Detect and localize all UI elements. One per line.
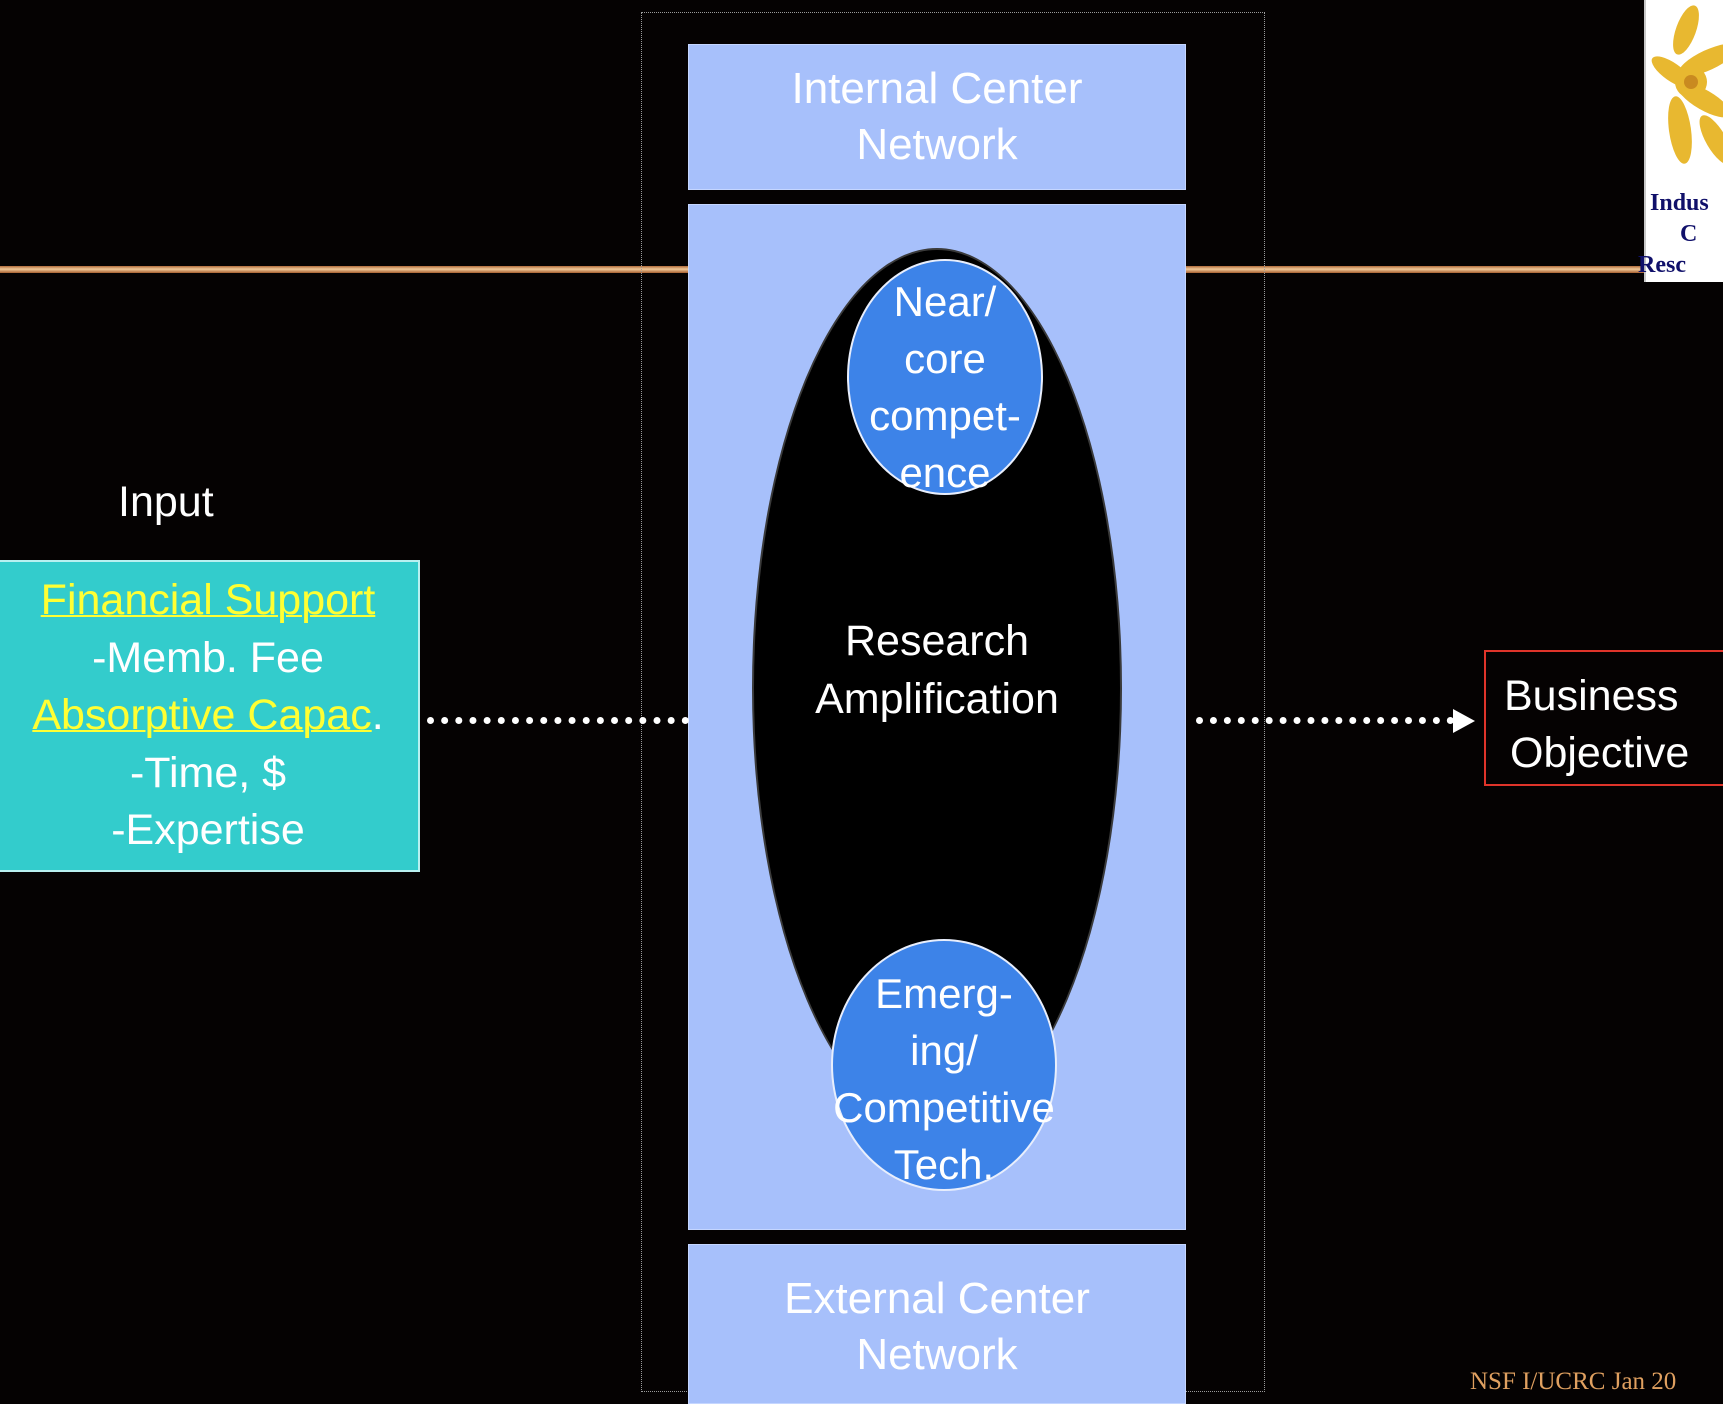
external-center-network-box: External Center Network — [688, 1244, 1186, 1404]
logo-text: Indus C Resc — [1638, 188, 1709, 281]
external-network-line1: External Center — [784, 1274, 1090, 1323]
internal-center-network-box: Internal Center Network — [688, 44, 1186, 190]
absorptive-capacity-row: Absorptive Capac. — [0, 687, 418, 745]
emerg-line-3: Competitive — [833, 1084, 1055, 1131]
logo-text-line3: Resc — [1638, 252, 1686, 278]
emerg-line-4: Tech. — [893, 1141, 995, 1188]
near-core-competence-circle: Near/ core compet- ence — [847, 259, 1043, 496]
research-line: Research — [844, 617, 1030, 665]
near-line-4: ence — [899, 449, 991, 496]
logo-text-line1: Indus — [1650, 190, 1709, 216]
business-objective-box: Business Objective — [1484, 650, 1723, 786]
financial-support-link[interactable]: Financial Support — [40, 576, 376, 624]
internal-network-line2: Network — [856, 120, 1018, 169]
objective-line: Objective — [1510, 729, 1690, 777]
emerg-line-2: ing/ — [910, 1027, 978, 1074]
near-line-1: Near/ — [893, 278, 997, 325]
logo-text-line2: C — [1680, 221, 1698, 247]
input-box: Financial Support -Memb. Fee Absorptive … — [0, 560, 420, 872]
absorptive-period: . — [371, 691, 384, 739]
input-label: Input — [118, 478, 214, 526]
research-amplification-label: Research Amplification — [760, 612, 1114, 728]
near-line-2: core — [904, 335, 986, 382]
iucrc-logo: Indus C Resc — [1638, 0, 1723, 282]
external-network-line2: Network — [856, 1330, 1018, 1379]
absorptive-capacity-link[interactable]: Absorptive Capac — [32, 691, 372, 739]
expertise-text: -Expertise — [111, 806, 305, 854]
business-line: Business — [1504, 672, 1679, 720]
time-money-text: -Time, $ — [129, 748, 287, 797]
near-line-3: compet- — [869, 392, 1021, 439]
amplification-line: Amplification — [815, 675, 1059, 723]
output-connector-dotted-line — [1196, 717, 1454, 724]
internal-network-line1: Internal Center — [791, 64, 1083, 113]
sun-emblem-icon — [1651, 5, 1723, 165]
input-connector-dotted-line — [427, 717, 689, 724]
membership-fee-text: -Memb. Fee — [92, 633, 324, 682]
emerg-line-1: Emerg- — [875, 970, 1013, 1017]
arrow-right-icon — [1453, 709, 1475, 733]
emerging-competitive-tech-circle: Emerg- ing/ Competitive Tech. — [831, 939, 1057, 1191]
footer-caption: NSF I/UCRC Jan 20 — [1470, 1368, 1677, 1395]
